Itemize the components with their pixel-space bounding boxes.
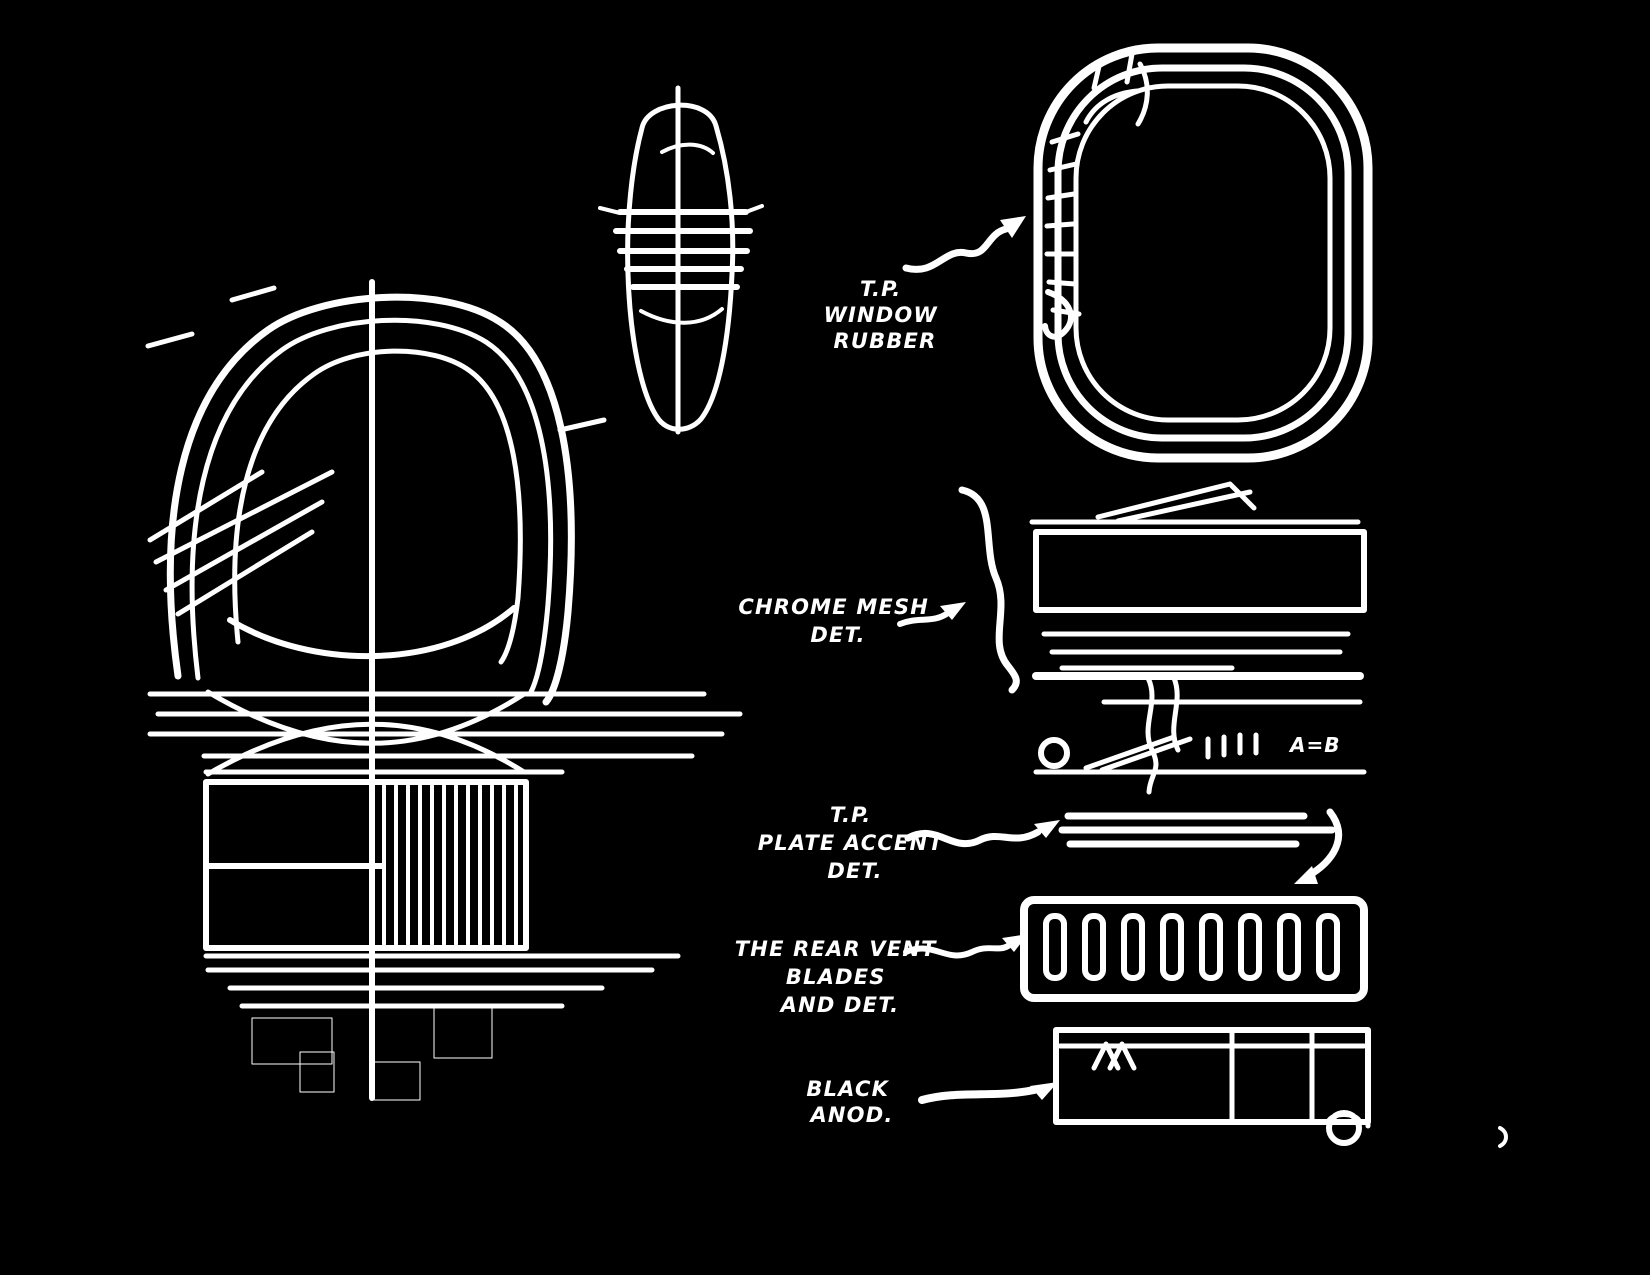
cab-mid-contour — [189, 317, 554, 695]
note-vent-line3: AND DET. — [779, 993, 900, 1017]
leader-seal-squiggle — [902, 225, 1010, 273]
note-mesh-line1: CHROME MESH — [738, 595, 929, 619]
note-vent: THE REAR VENT BLADES AND DET. — [735, 937, 945, 1017]
note-plate-line3: DET. — [827, 859, 882, 883]
mesh-top-angled-lines — [1029, 481, 1361, 525]
mesh-lower-lines — [1041, 631, 1351, 671]
windshield-bottom-curve — [227, 605, 517, 659]
plate-leader-arrowhead — [1034, 820, 1060, 838]
front-view-sketch — [145, 279, 743, 1101]
mesh-leader-line — [897, 610, 951, 627]
vent-slot — [1316, 913, 1340, 981]
blade-hook-arrow — [1304, 808, 1343, 880]
badge-wheel-arch — [1325, 1112, 1363, 1125]
seal-section-sketch — [1033, 43, 1373, 463]
grille-box — [203, 779, 529, 951]
badge-leader-arrowhead — [1030, 1082, 1058, 1100]
shading-scribbles — [145, 285, 607, 617]
stray-mark — [1498, 1126, 1508, 1148]
trim-slashes-ticks — [1083, 732, 1259, 773]
bumper-lines — [203, 953, 681, 1009]
vent-band-outline — [1020, 896, 1368, 1002]
trim-band-lines — [1033, 699, 1367, 775]
seal-inner-ring — [1073, 83, 1333, 423]
note-mesh-line2: DET. — [810, 623, 865, 647]
note-badge-line2: ANOD. — [808, 1103, 893, 1127]
vent-slot — [1160, 913, 1184, 981]
seal-inner-curves — [1083, 61, 1150, 127]
stray-squiggle — [1498, 1126, 1508, 1148]
plan-view-crossbars — [613, 209, 753, 290]
mesh-leader-squiggle — [958, 486, 1020, 694]
blade-lines — [1058, 812, 1336, 848]
note-mesh: CHROME MESH DET. — [738, 595, 937, 647]
vent-slot — [1082, 913, 1106, 981]
vent-slots-sketch — [903, 896, 1368, 1002]
vent-leader-squiggle — [903, 943, 1011, 959]
plan-view-sketch — [598, 85, 764, 435]
badge-leader-line — [918, 1086, 1038, 1104]
trim-squiggles — [1145, 675, 1181, 795]
note-plate-line1: T.P. — [830, 803, 872, 827]
plan-view-details — [598, 142, 764, 325]
plate-leader-squiggle — [904, 828, 1042, 848]
note-badge: BLACK ANOD. — [806, 1077, 897, 1127]
seal-notch — [1042, 289, 1074, 340]
blade-hook-arrowhead — [1294, 866, 1318, 884]
note-plate-line2: PLATE ACCENT — [758, 831, 945, 855]
vent-slot — [1199, 913, 1223, 981]
badge-plate-sketch — [918, 1027, 1371, 1146]
note-badge-line1: BLACK — [806, 1077, 889, 1101]
badge-plate-dividers — [1057, 1029, 1371, 1129]
note-seal-line2: WINDOW — [824, 303, 938, 327]
note-plate: T.P. PLATE ACCENT DET. — [758, 803, 953, 883]
leader-seal — [902, 216, 1026, 273]
trim-fastener-circle — [1038, 737, 1070, 769]
note-seal-line3: RUBBER — [834, 329, 937, 353]
trim-ab-mark: A=B — [1288, 733, 1340, 757]
vent-slot — [1238, 913, 1262, 981]
seal-outer-ring — [1033, 43, 1373, 463]
mesh-leader-arrowhead — [940, 602, 966, 620]
leader-seal-arrowhead — [1000, 216, 1026, 238]
trim-detail-sketch: A=B — [1032, 672, 1367, 795]
badge-aa-glyph — [1091, 1041, 1137, 1071]
ground-blobs — [251, 1007, 493, 1101]
grille-mesh-sketch — [897, 481, 1367, 694]
mesh-checker-band — [1033, 529, 1367, 613]
vent-slot — [1277, 913, 1301, 981]
cab-outer-outline — [166, 293, 575, 706]
blade-stack-sketch — [904, 808, 1343, 884]
grille-vertical-bars — [382, 784, 518, 946]
vent-slot — [1121, 913, 1145, 981]
vent-leader-arrowhead — [1002, 934, 1028, 952]
note-vent-line2: BLADES — [786, 965, 886, 989]
windshield-outline — [232, 348, 523, 665]
seal-hatch-ticks — [1044, 51, 1135, 317]
beltline-pinch-curves — [205, 689, 527, 777]
note-seal-line1: T.P. — [860, 277, 902, 301]
vent-slot — [1043, 913, 1067, 981]
note-seal: T.P. WINDOW RUBBER — [824, 277, 947, 353]
note-vent-line1: THE REAR VENT — [735, 937, 937, 961]
